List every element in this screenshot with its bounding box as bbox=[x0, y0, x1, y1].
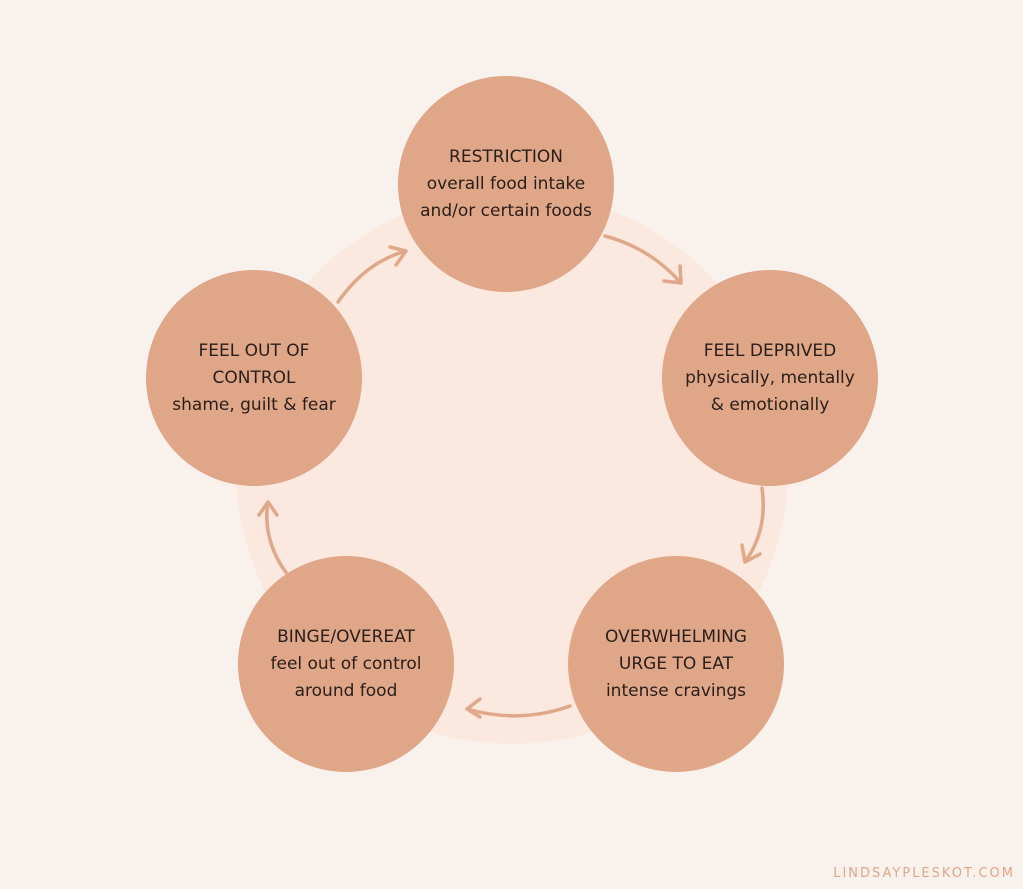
node-title: OVERWHELMING bbox=[605, 626, 747, 647]
node-text: intense cravings bbox=[605, 680, 747, 701]
arrow-control-to-restriction bbox=[336, 245, 408, 304]
node-title: FEEL OUT OF bbox=[198, 340, 310, 361]
node-text: physically, mentally bbox=[685, 367, 855, 388]
node-text: and/or certain foods bbox=[420, 200, 592, 221]
node-text: around food bbox=[294, 680, 398, 701]
node-title: FEEL DEPRIVED bbox=[703, 340, 837, 361]
node-title: RESTRICTION bbox=[449, 146, 563, 167]
node-text: & emotionally bbox=[710, 394, 830, 415]
node-title: CONTROL bbox=[212, 367, 296, 388]
arrow-restriction-to-deprived bbox=[603, 234, 683, 285]
node-text: feel out of control bbox=[270, 653, 422, 674]
node-title: URGE TO EAT bbox=[618, 653, 734, 674]
arrow-urge-to-binge bbox=[465, 697, 572, 719]
arrow-binge-to-control bbox=[257, 500, 289, 576]
node-text: overall food intake bbox=[426, 173, 586, 194]
node-feel-out-of-control: FEEL OUT OF CONTROL shame, guilt & fear bbox=[146, 270, 362, 486]
node-title: BINGE/OVEREAT bbox=[277, 626, 415, 647]
node-feel-deprived: FEEL DEPRIVED physically, mentally & emo… bbox=[662, 270, 878, 486]
arrow-deprived-to-urge bbox=[740, 486, 765, 564]
footer-website: LINDSAYPLESKOT.COM bbox=[833, 866, 1015, 881]
node-binge-overeat: BINGE/OVEREAT feel out of control around… bbox=[238, 556, 454, 772]
node-restriction: RESTRICTION overall food intake and/or c… bbox=[398, 76, 614, 292]
node-text: shame, guilt & fear bbox=[172, 394, 336, 415]
node-overwhelming-urge: OVERWHELMING URGE TO EAT intense craving… bbox=[568, 556, 784, 772]
